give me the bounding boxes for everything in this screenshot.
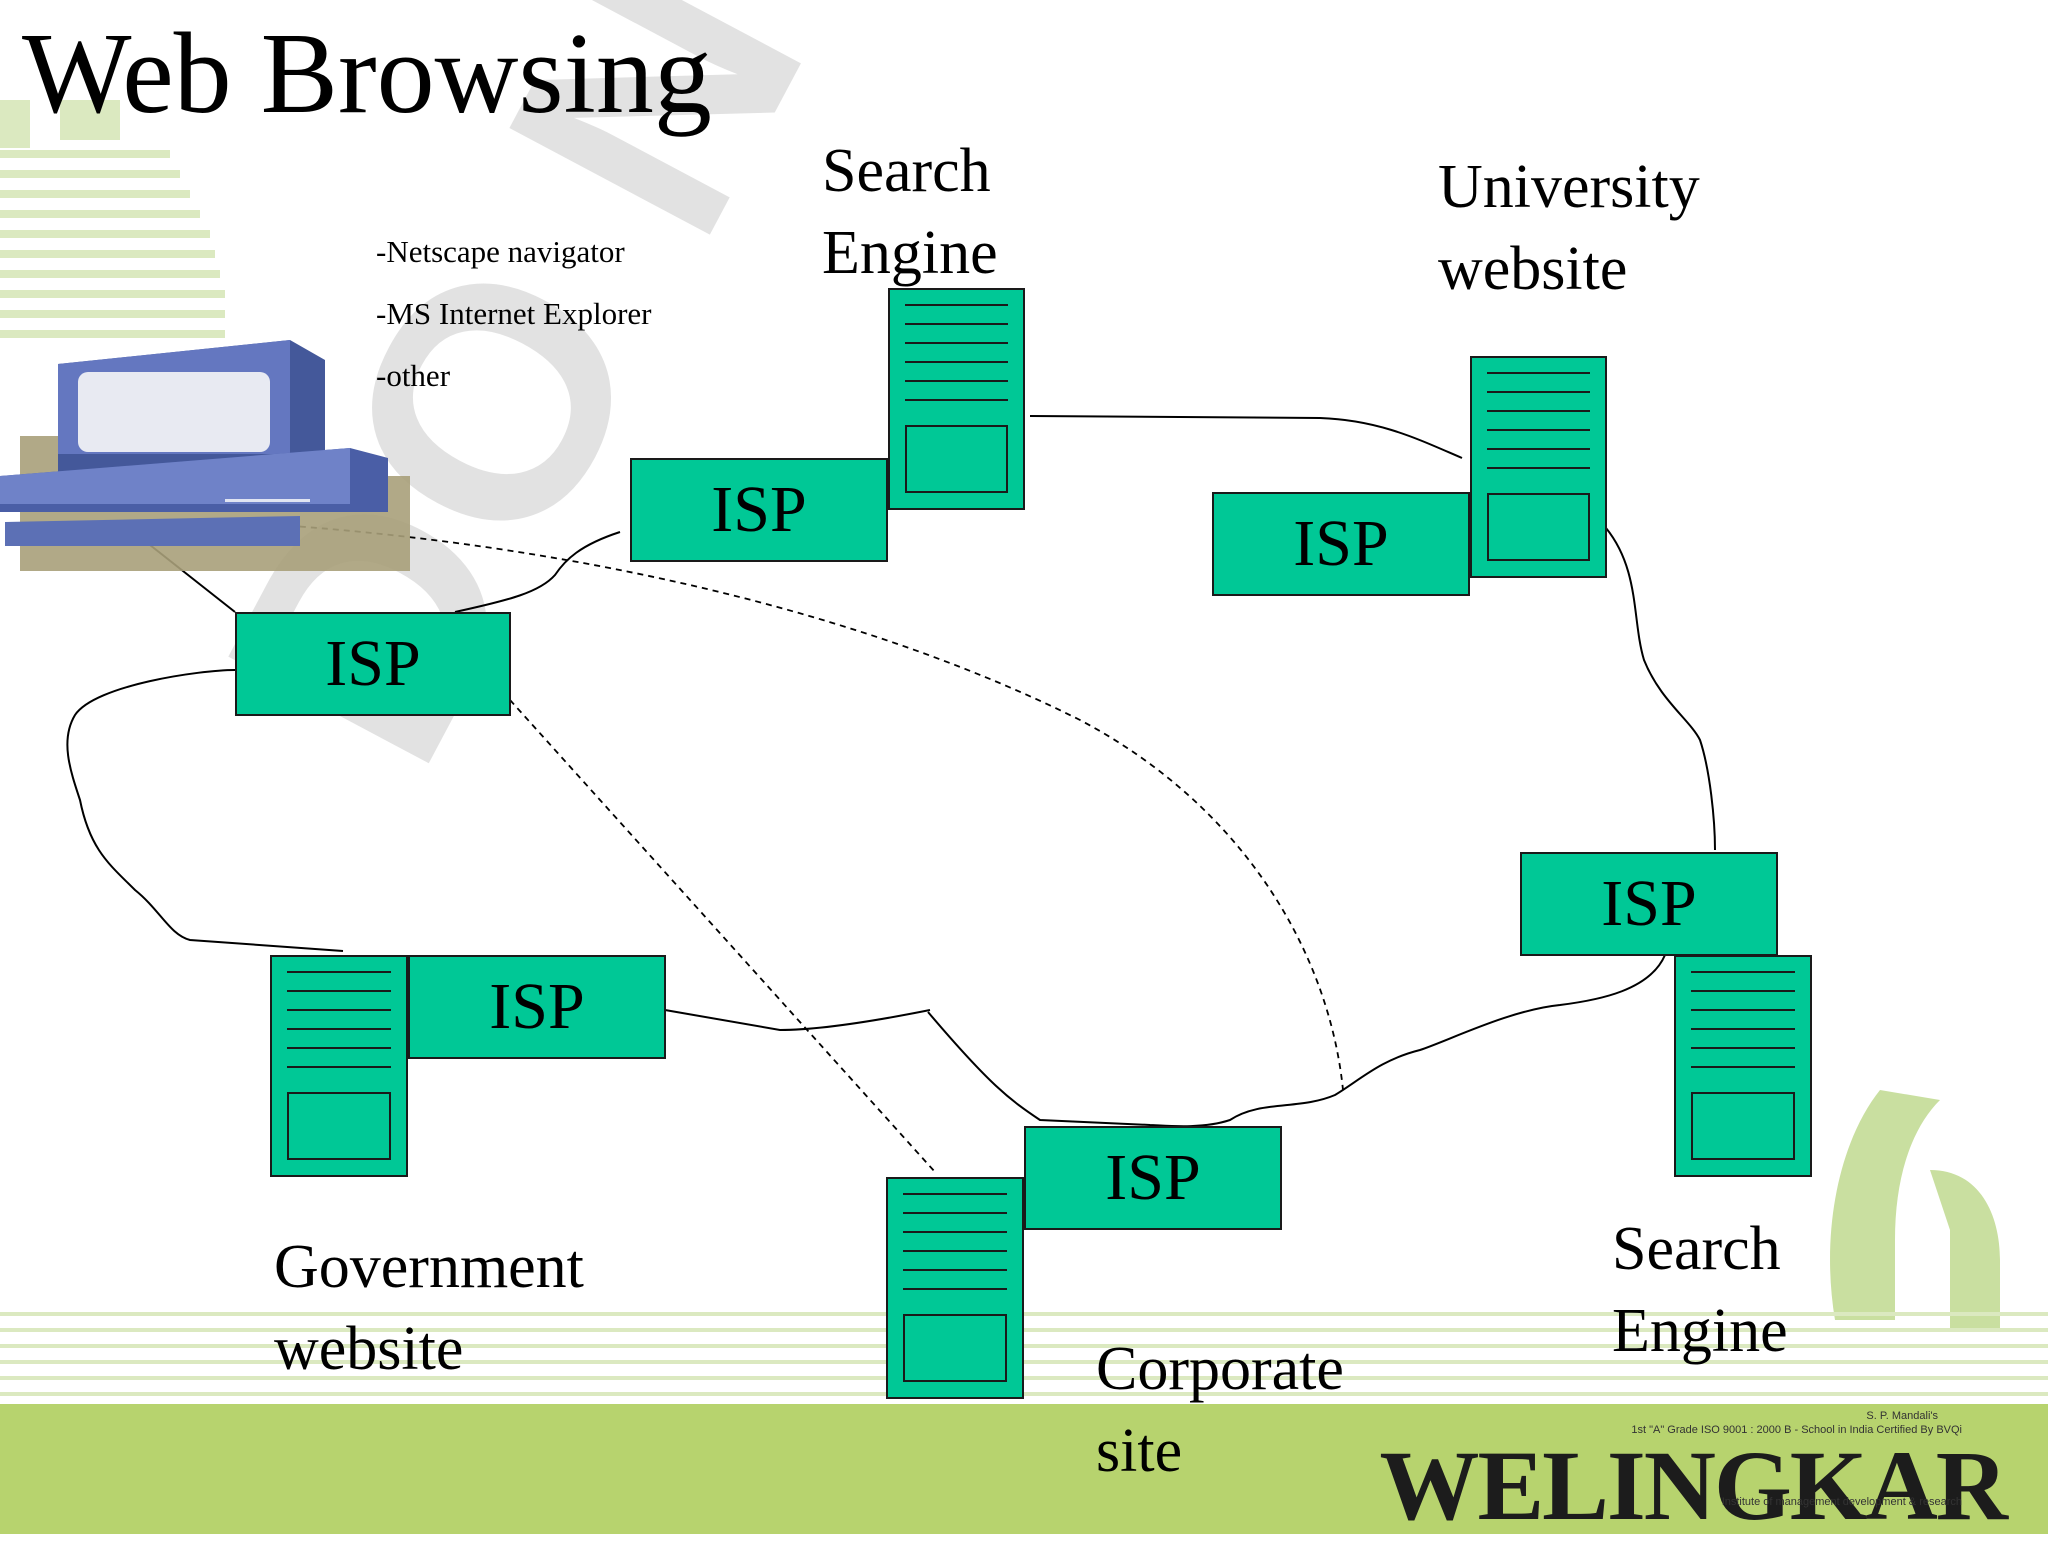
browser-item-ie: -MS Internet Explorer	[376, 296, 652, 331]
logo-line-1: S. P. Mandali's	[1866, 1410, 1938, 1422]
green-stripes-bottom	[0, 1312, 2048, 1396]
line-isp-right-to-corporate	[927, 954, 1666, 1128]
logo-line-2: 1st "A" Grade ISO 9001 : 2000 B - School…	[1631, 1424, 1962, 1436]
green-quote-decoration-right	[1830, 1090, 2000, 1330]
isp-box-government: ISP	[408, 955, 666, 1059]
dashed-route-isp-left-to-corporate	[509, 699, 936, 1173]
green-quote-decoration-left	[0, 100, 225, 338]
server-search-engine-bottom	[1674, 955, 1812, 1177]
isp-box-university: ISP	[1212, 492, 1470, 596]
line-government-to-isp-left	[66, 669, 344, 952]
page-title: Web Browsing	[22, 10, 712, 138]
server-government	[270, 955, 408, 1177]
isp-box-left: ISP	[235, 612, 511, 716]
server-university	[1470, 356, 1607, 578]
server-corporate	[886, 1177, 1024, 1399]
logo-line-3: Institute of management development & re…	[1721, 1496, 1962, 1508]
browser-item-other: -other	[376, 358, 451, 393]
isp-box-top: ISP	[630, 458, 888, 562]
dashed-route-computer-to-corporate	[277, 524, 1344, 1091]
welingkar-logo: WELINGKAR	[1379, 1430, 2008, 1541]
browser-list: -Netscape navigator -MS Internet Explore…	[376, 224, 651, 410]
server-search-engine-top	[888, 288, 1025, 510]
isp-box-corporate: ISP	[1024, 1126, 1282, 1230]
computer-icon	[0, 340, 410, 571]
line-university-to-isp-right	[1605, 527, 1716, 851]
line-isp-left-to-isp-top	[454, 531, 621, 613]
isp-box-right: ISP	[1520, 852, 1778, 956]
line-corporate-to-government	[664, 1009, 931, 1032]
browser-item-netscape: -Netscape navigator	[376, 234, 625, 269]
footer-bar	[0, 1404, 2048, 1534]
line-isp-top-to-university	[1029, 415, 1463, 459]
